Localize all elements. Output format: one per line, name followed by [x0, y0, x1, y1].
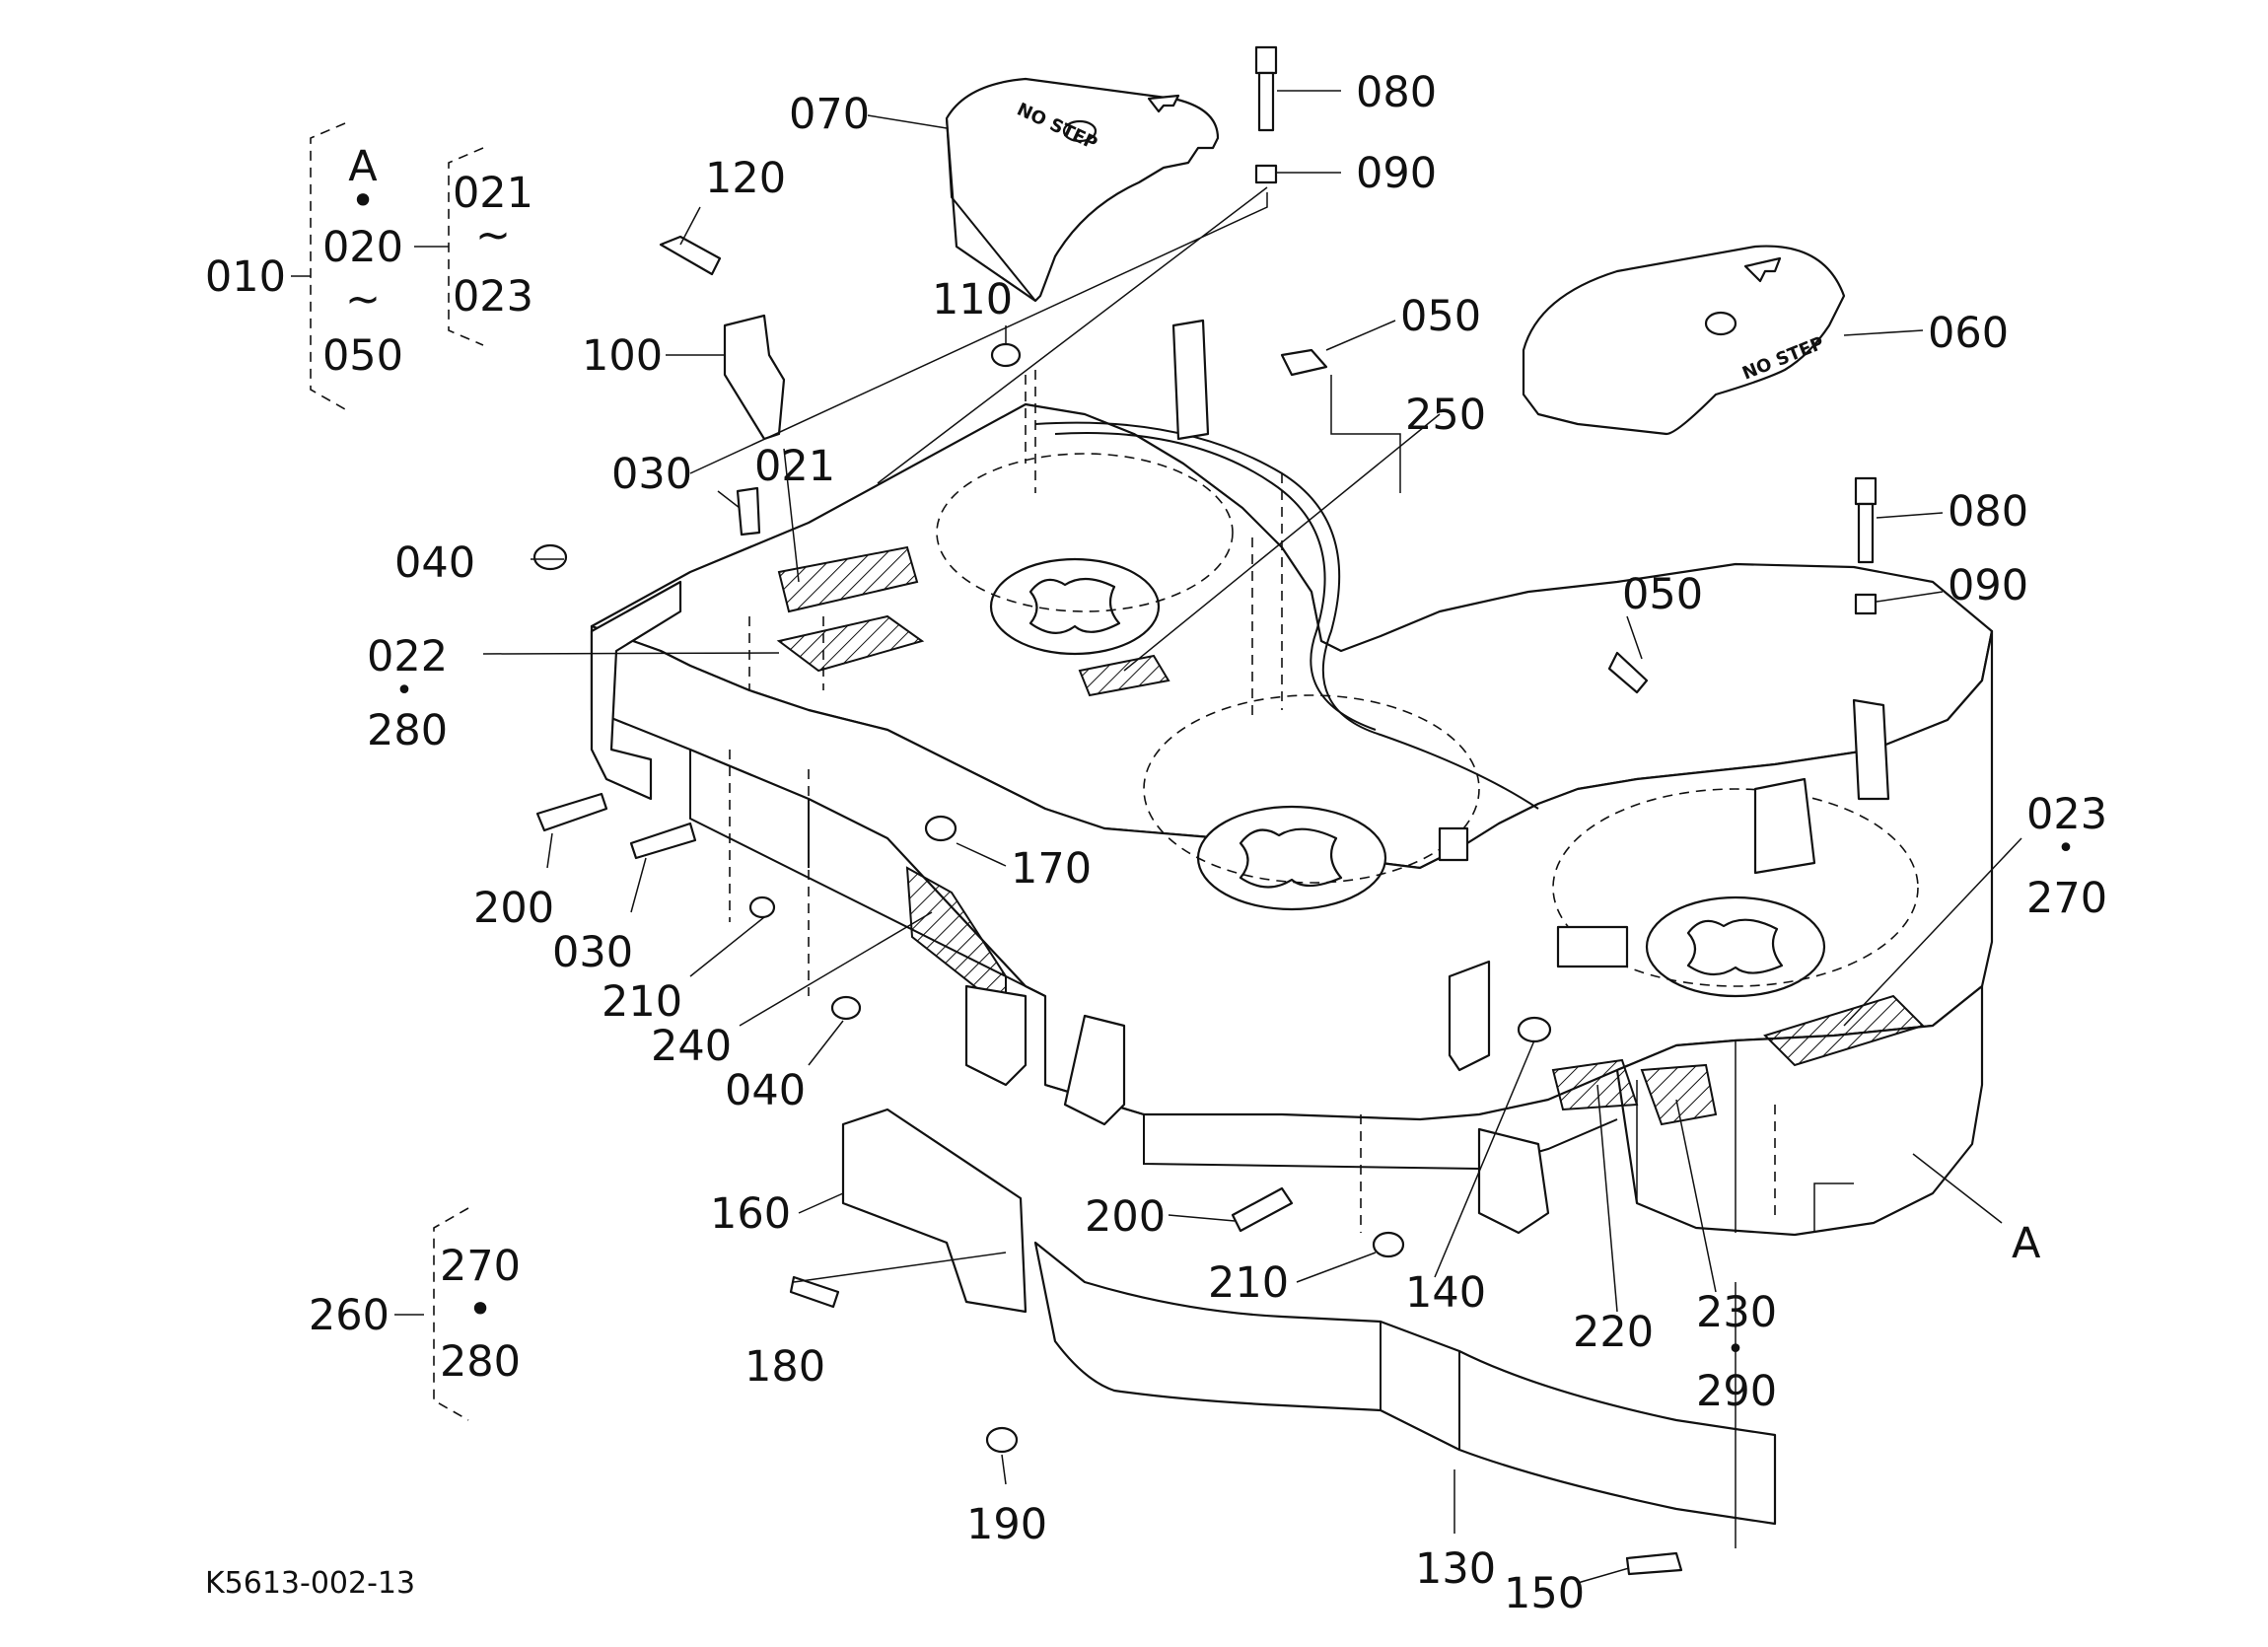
- bracket-100: [723, 314, 786, 441]
- belt-cover-060: NO STEP: [1522, 245, 1846, 436]
- label-050-right: 050: [1622, 570, 1703, 619]
- decal-area-250: [1078, 654, 1170, 697]
- label-230-dot: •: [1727, 1332, 1744, 1367]
- label-023: 023: [2026, 790, 2107, 839]
- label-290: 290: [1696, 1367, 1777, 1416]
- decal-area-021: [777, 545, 919, 613]
- label-150: 150: [1504, 1569, 1585, 1618]
- label-set-a-dot: •: [350, 177, 375, 226]
- label-set-a-023: 023: [453, 272, 533, 322]
- label-set-a-tilde-2: ~: [475, 211, 511, 260]
- label-040-left: 040: [725, 1066, 806, 1115]
- label-140: 140: [1405, 1268, 1486, 1318]
- hardware: [532, 45, 1878, 1576]
- label-110: 110: [932, 275, 1013, 324]
- label-210-left: 210: [602, 977, 682, 1027]
- decal-area-022: [776, 614, 925, 673]
- drawing-code: K5613-002-13: [205, 1566, 415, 1601]
- label-090-right: 090: [1948, 561, 2028, 610]
- label-040-top: 040: [394, 538, 475, 588]
- label-250: 250: [1405, 391, 1486, 440]
- assembly-set-a: 010 A • 020 ~ 050 021 ~ 023: [205, 122, 533, 410]
- label-090-top: 090: [1356, 149, 1437, 198]
- label-170: 170: [1011, 844, 1092, 894]
- label-230: 230: [1696, 1288, 1777, 1337]
- label-070: 070: [789, 90, 870, 139]
- label-050-top: 050: [1400, 292, 1481, 341]
- label-190: 190: [966, 1500, 1047, 1549]
- callout-labels: 070 080 090 120 110 050 060 100 250 030 …: [367, 68, 2107, 1618]
- label-022-dot: •: [395, 674, 413, 708]
- label-280: 280: [367, 706, 448, 755]
- label-260: 260: [309, 1291, 390, 1340]
- mower-deck: [590, 319, 1994, 1237]
- baffle-130: [1033, 1241, 1777, 1526]
- label-060: 060: [1928, 309, 2009, 358]
- label-210-front: 210: [1208, 1258, 1289, 1308]
- label-030-top: 030: [611, 450, 692, 499]
- label-030-left: 030: [552, 928, 633, 977]
- assembly-set-b: 260 270 • 280: [309, 1207, 521, 1421]
- label-080-top: 080: [1356, 68, 1437, 117]
- decal-area-230: [1640, 1063, 1718, 1126]
- decal-area-023: [1763, 994, 1925, 1067]
- label-130: 130: [1415, 1544, 1496, 1594]
- label-100: 100: [582, 331, 663, 381]
- label-set-b-dot: •: [467, 1285, 492, 1334]
- label-021: 021: [754, 442, 835, 491]
- label-160: 160: [710, 1189, 791, 1239]
- label-set-b-270: 270: [440, 1242, 521, 1291]
- label-020: 020: [322, 223, 403, 272]
- belt-cover-070: NO STEP: [945, 77, 1220, 303]
- label-220: 220: [1573, 1308, 1654, 1357]
- label-270: 270: [2026, 874, 2107, 923]
- label-set-a-050: 050: [322, 331, 403, 381]
- leader-lines: [482, 90, 2022, 1584]
- label-set-a-letter: A: [348, 142, 378, 191]
- label-022: 022: [367, 632, 448, 681]
- decal-area-220: [1551, 1058, 1639, 1111]
- label-A: A: [2012, 1219, 2041, 1268]
- plate-160: [841, 1108, 1028, 1314]
- label-023-dot: •: [2057, 831, 2075, 866]
- label-set-a-021: 021: [453, 169, 533, 218]
- label-240: 240: [651, 1022, 732, 1071]
- label-200-front: 200: [1085, 1192, 1166, 1242]
- label-set-b-280: 280: [440, 1337, 521, 1387]
- label-120: 120: [705, 154, 786, 203]
- label-200-left: 200: [473, 884, 554, 933]
- label-010: 010: [205, 252, 286, 302]
- label-180: 180: [744, 1342, 825, 1392]
- label-080-right: 080: [1948, 487, 2028, 537]
- label-set-a-tilde: ~: [345, 275, 381, 324]
